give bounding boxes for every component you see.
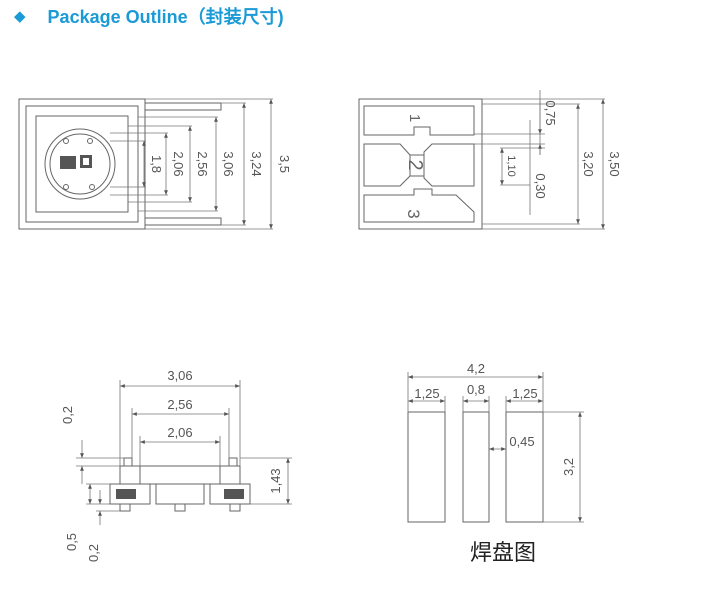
dim-label: 3,2 bbox=[561, 458, 576, 476]
led-chip-left bbox=[60, 156, 76, 169]
top-view-lead-top bbox=[144, 102, 222, 111]
top-view-inner-body bbox=[25, 105, 139, 223]
dim-label: 3,06 bbox=[221, 151, 236, 176]
dim-label: 3,20 bbox=[581, 151, 596, 176]
foot-left bbox=[119, 503, 131, 512]
lens-dot bbox=[89, 184, 95, 190]
dim-label: 2,06 bbox=[167, 425, 192, 440]
pin-label: 1 bbox=[406, 114, 423, 122]
dim-label: 1,25 bbox=[414, 386, 439, 401]
foot-right bbox=[229, 503, 241, 512]
dim-label: 0,75 bbox=[543, 100, 558, 125]
dim-label: 1,25 bbox=[512, 386, 537, 401]
land-pad-center bbox=[462, 411, 490, 523]
land-pattern: 4,2 1,25 0,8 1,25 0,45 3,2 焊盘图 bbox=[407, 361, 584, 566]
dim-label: 1,8 bbox=[149, 155, 164, 173]
pad-3 bbox=[363, 188, 475, 223]
dim-label: 0,45 bbox=[509, 434, 534, 449]
pad-contact-right bbox=[224, 489, 244, 499]
dim-label: 2,56 bbox=[195, 151, 210, 176]
dim-label: 0,5 bbox=[64, 533, 79, 551]
dim-label: 0,2 bbox=[86, 544, 101, 562]
dim-label: 0,8 bbox=[467, 382, 485, 397]
pad-contact-left bbox=[116, 489, 136, 499]
lead-tab-right bbox=[228, 457, 238, 467]
bottom-view-body bbox=[358, 98, 483, 230]
dim-label: 3,06 bbox=[167, 368, 192, 383]
foot-center bbox=[174, 503, 186, 512]
dim-label: 3,50 bbox=[607, 151, 622, 176]
side-view: 3,06 2,56 2,06 0,2 1,43 0,5 0,2 bbox=[60, 368, 292, 562]
dim-label: 3,5 bbox=[277, 155, 292, 173]
pad-block-center bbox=[155, 483, 205, 505]
lens-dot bbox=[63, 138, 69, 144]
package-top-body bbox=[119, 465, 241, 485]
lens-outer-circle bbox=[44, 128, 116, 200]
lens-inner-circle bbox=[49, 133, 111, 195]
dim-label: 3,24 bbox=[249, 151, 264, 176]
top-view-lead-bottom bbox=[144, 217, 222, 226]
bottom-view: 1 2 3 0,75 1,10 0,30 3,20 3,50 bbox=[358, 90, 622, 230]
top-view-cavity bbox=[35, 115, 129, 213]
pad-2-left bbox=[363, 143, 411, 187]
dim-label: 1,43 bbox=[268, 468, 283, 493]
section-title: Package Outline（封装尺寸) bbox=[47, 7, 284, 27]
pad-2-right bbox=[423, 143, 475, 187]
lens-dot bbox=[87, 138, 93, 144]
pin-label: 3 bbox=[404, 209, 423, 218]
land-pad-left bbox=[407, 411, 446, 523]
section-header: ◆ Package Outline（封装尺寸) bbox=[14, 4, 284, 28]
lead-tab-left bbox=[123, 457, 133, 467]
pad-2-bridge bbox=[410, 154, 424, 177]
dim-label: 2,06 bbox=[171, 151, 186, 176]
diamond-bullet-icon: ◆ bbox=[14, 7, 26, 25]
dim-label: 0,2 bbox=[60, 406, 75, 424]
pin-label: 2 bbox=[404, 159, 426, 170]
dim-label: 1,10 bbox=[505, 155, 517, 176]
dim-label: 2,56 bbox=[167, 397, 192, 412]
land-pad-right bbox=[505, 411, 544, 523]
lens-dot bbox=[63, 184, 69, 190]
led-chip-bond bbox=[83, 158, 89, 165]
dim-label: 4,2 bbox=[467, 361, 485, 376]
top-view: 1,8 2,06 2,56 3,06 3,24 3,5 bbox=[18, 98, 292, 230]
pad-1 bbox=[363, 105, 475, 136]
dim-label: 0,30 bbox=[533, 173, 548, 198]
land-pattern-caption: 焊盘图 bbox=[470, 541, 536, 566]
